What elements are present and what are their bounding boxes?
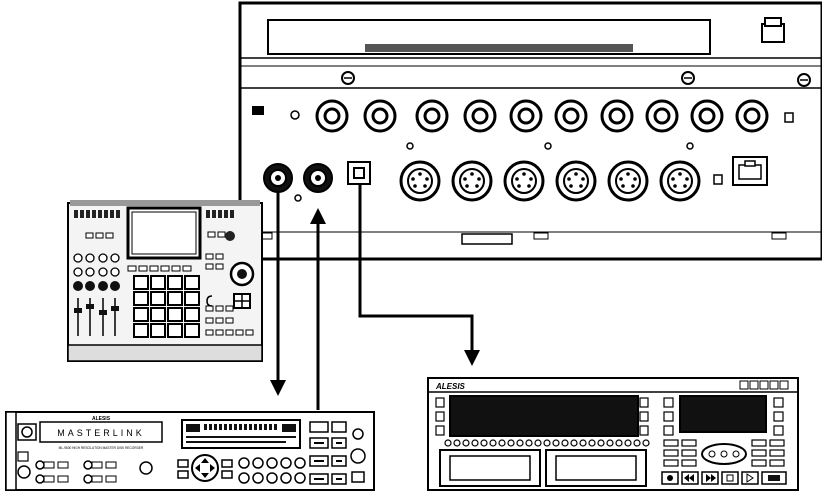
transport-buttons-row xyxy=(661,471,787,485)
midi-port-icon xyxy=(659,160,701,202)
jack-icon xyxy=(600,99,634,133)
drum-pad-grid xyxy=(133,275,200,338)
cd-recorder-device: ALESIS xyxy=(427,377,799,491)
screw-icon xyxy=(681,71,695,85)
cd-recorder-display xyxy=(449,395,639,437)
cable-spdif-out-to-mastering xyxy=(270,192,286,396)
data-wheel-icon xyxy=(229,261,255,287)
drive-bay-icon xyxy=(545,449,647,487)
midi-port-icon xyxy=(451,160,493,202)
cd-recorder-brand-label: ALESIS xyxy=(435,382,466,391)
rear-panel-top-slot xyxy=(365,44,633,52)
midi-port-icon xyxy=(399,160,441,202)
jack-icon xyxy=(690,99,724,133)
jack-icon xyxy=(415,99,449,133)
mastering-unit-device: ALESIS MASTERLINK ML-9600 HIGH RESOLUTIO… xyxy=(5,411,375,491)
quarter-inch-jack-row xyxy=(315,99,769,133)
groovebox-device xyxy=(67,200,263,362)
spdif-out-jack-icon xyxy=(263,163,293,193)
jack-icon xyxy=(363,99,397,133)
jack-icon xyxy=(315,99,349,133)
power-button-icon xyxy=(17,423,37,441)
cursor-pad-icon xyxy=(233,293,251,309)
spdif-in-jack-icon xyxy=(303,163,333,193)
cable-spdif-in-from-mastering xyxy=(310,208,326,410)
midi-port-icon xyxy=(503,160,545,202)
midi-port-icon xyxy=(607,160,649,202)
jack-icon xyxy=(645,99,679,133)
midi-port-icon xyxy=(555,160,597,202)
mastering-subtitle-label: ML-9600 HIGH RESOLUTION MASTER DISK RECO… xyxy=(59,446,144,450)
optical-port-icon xyxy=(347,161,371,185)
jog-wheel-icon xyxy=(701,443,747,465)
jack-icon xyxy=(554,99,588,133)
screw-icon xyxy=(797,73,811,87)
rear-panel-device xyxy=(238,1,822,261)
usb-port-icon xyxy=(732,156,768,186)
screw-icon xyxy=(341,71,355,85)
mastering-brand-label: ALESIS xyxy=(92,416,111,422)
disk-slot xyxy=(39,421,163,443)
jack-icon xyxy=(735,99,769,133)
status-led-row xyxy=(444,439,650,447)
drive-bay-icon xyxy=(439,449,541,487)
power-knob-icon xyxy=(761,17,785,43)
ground-switch-icon xyxy=(252,106,264,115)
mastering-model-label: MASTERLINK xyxy=(57,428,145,438)
cd-recorder-small-display xyxy=(679,395,767,433)
jack-icon xyxy=(509,99,543,133)
jack-icon xyxy=(463,99,497,133)
midi-port-row xyxy=(399,160,701,202)
transport-cursor-icon xyxy=(191,454,219,482)
cable-optical-to-cd-recorder xyxy=(358,184,480,366)
